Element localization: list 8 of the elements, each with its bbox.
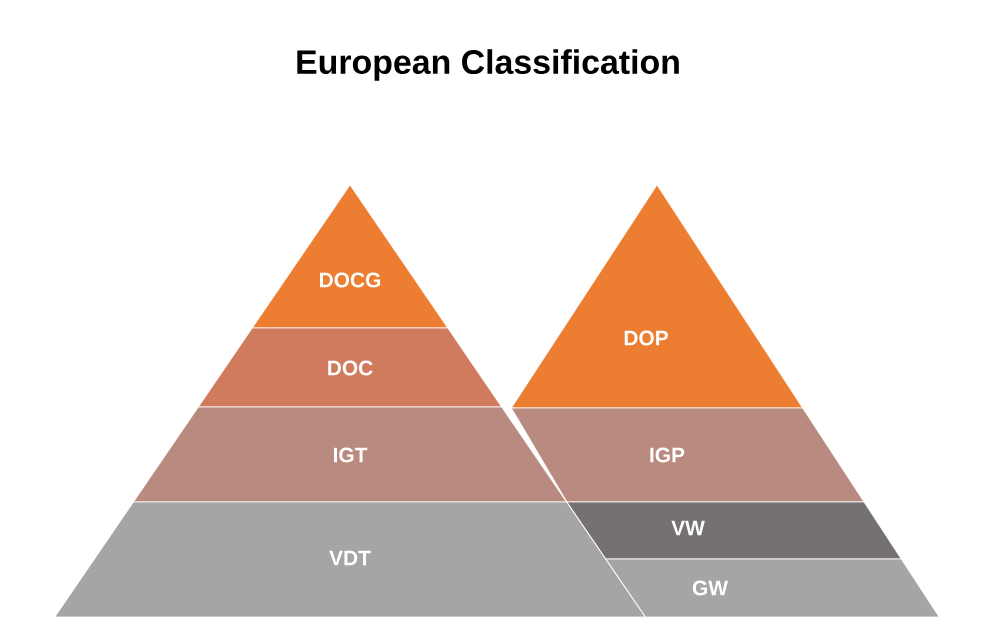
pyramid-band: DOCG xyxy=(251,184,449,329)
pyramid-band: IGT xyxy=(133,406,567,503)
pyramid-band: IGP xyxy=(511,407,865,503)
pyramid-band: DOC xyxy=(198,327,502,408)
pyramid-band: DOP xyxy=(511,184,803,409)
pyramid-band: VW xyxy=(566,501,902,560)
title: European Classification xyxy=(297,49,679,81)
pyramid-band: GW xyxy=(605,558,940,618)
